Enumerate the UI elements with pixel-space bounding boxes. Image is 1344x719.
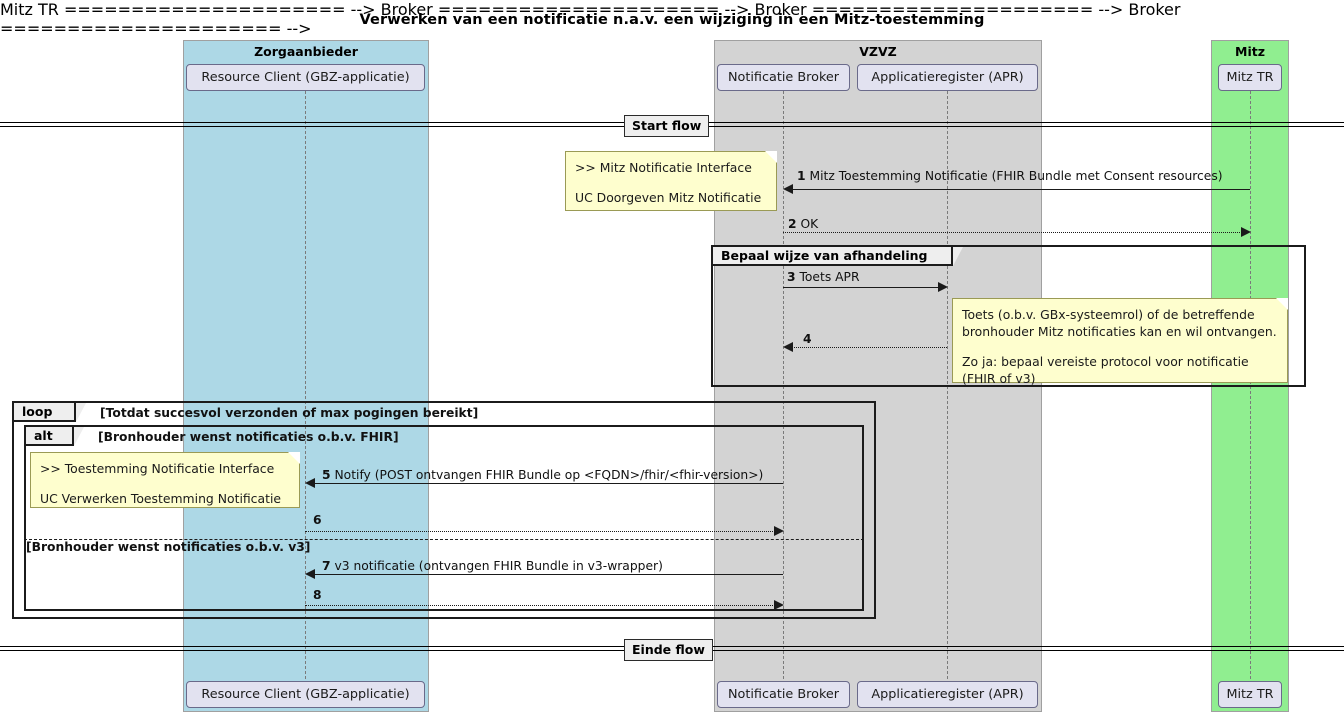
message-5-arrowhead: [305, 478, 315, 488]
participant-applicatieregister-bottom[interactable]: Applicatieregister (APR): [857, 681, 1038, 708]
message-3-line: [783, 287, 939, 288]
message-1-seq: 1: [797, 169, 806, 183]
participant-notificatie-broker-top[interactable]: Notificatie Broker: [717, 64, 850, 91]
fragment-alt-condition: [Bronhouder wenst notificaties o.b.v. FH…: [98, 430, 399, 444]
fragment-group-bepaal-tab-corner: [953, 247, 963, 266]
message-6-line: [305, 531, 775, 532]
note-line-4: (FHIR of v3): [962, 371, 1036, 386]
note-line-3: Zo ja: bepaal vereiste protocol voor not…: [962, 354, 1249, 369]
note-fold-icon: [1276, 298, 1288, 310]
page-title: Verwerken van een notificatie n.a.v. een…: [359, 12, 985, 28]
message-8-arrowhead: [774, 600, 784, 610]
note-toets-gbx-systeemrol: Toets (o.b.v. GBx-systeemrol) of de betr…: [952, 298, 1288, 386]
message-7-line: [307, 574, 783, 575]
message-8-seq: 8: [313, 588, 322, 602]
note-line-2: bronhouder Mitz notificaties kan en wil …: [962, 324, 1277, 339]
fragment-alt-else-condition: [Bronhouder wenst notificaties o.b.v. v3…: [26, 540, 311, 554]
message-1-text: Mitz Toestemming Notificatie (FHIR Bundl…: [809, 169, 1223, 183]
message-2-label: 2 OK: [788, 217, 818, 231]
group-title-vzvz: VZVZ: [859, 44, 897, 59]
fragment-loop-condition: [Totdat succesvol verzonden of max pogin…: [100, 406, 479, 420]
end-flow-label: Einde flow: [624, 639, 713, 661]
message-5-label: 5 Notify (POST ontvangen FHIR Bundle op …: [322, 468, 763, 482]
participant-mitz-tr-bottom[interactable]: Mitz TR: [1218, 681, 1282, 708]
participant-resource-client-top[interactable]: Resource Client (GBZ-applicatie): [186, 64, 425, 91]
fragment-loop-label-tab: loop: [14, 403, 76, 422]
participant-label: Mitz TR: [1226, 687, 1274, 702]
fragment-loop: [12, 401, 876, 619]
participant-mitz-tr-top[interactable]: Mitz TR: [1218, 64, 1282, 91]
message-3-seq: 3: [787, 270, 796, 284]
message-6-seq: 6: [313, 513, 322, 527]
fragment-alt-else-divider: [24, 539, 864, 540]
fragment-group-bepaal-label: Bepaal wijze van afhandeling: [721, 248, 928, 263]
note-line-1: >> Toestemming Notificatie Interface: [40, 461, 275, 476]
participant-applicatieregister-top[interactable]: Applicatieregister (APR): [857, 64, 1038, 91]
note-fold-icon: [288, 452, 300, 464]
fragment-loop-tab-corner: [76, 403, 86, 422]
message-7-label: 7 v3 notificatie (ontvangen FHIR Bundle …: [322, 559, 663, 573]
message-4-line: [785, 347, 947, 348]
message-1-line: [785, 189, 1250, 190]
note-toestemming-notificatie-interface: >> Toestemming Notificatie Interface UC …: [30, 452, 300, 508]
message-4-arrowhead: [783, 342, 793, 352]
fragment-alt: [24, 425, 864, 611]
message-3-text: Toets APR: [799, 270, 860, 284]
note-line-1: Toets (o.b.v. GBx-systeemrol) of de betr…: [962, 307, 1255, 322]
start-flow-label: Start flow: [624, 115, 710, 137]
message-6-label: 6: [313, 513, 322, 527]
fragment-group-bepaal-label-tab: Bepaal wijze van afhandeling: [713, 247, 953, 266]
fragment-alt-label-tab: alt: [26, 427, 74, 446]
message-3-arrowhead: [938, 282, 948, 292]
group-title-zorgaanbieder: Zorgaanbieder: [254, 44, 358, 59]
fragment-alt-label: alt: [34, 428, 53, 443]
participant-label: Notificatie Broker: [727, 687, 840, 702]
participant-label: Resource Client (GBZ-applicatie): [201, 687, 410, 702]
note-fold-icon: [765, 151, 777, 163]
message-5-seq: 5: [322, 468, 331, 482]
message-3-label: 3 Toets APR: [787, 270, 860, 284]
message-2-text: OK: [800, 217, 819, 231]
message-8-label: 8: [313, 588, 322, 602]
message-7-arrowhead: [305, 569, 315, 579]
message-5-text: Notify (POST ontvangen FHIR Bundle op <F…: [334, 468, 764, 482]
participant-label: Applicatieregister (APR): [871, 70, 1024, 85]
participant-label: Notificatie Broker: [727, 70, 840, 85]
note-line-2: UC Doorgeven Mitz Notificatie: [575, 190, 762, 205]
message-2-arrowhead: [1241, 227, 1251, 237]
lifeline-resource-client: [305, 91, 306, 679]
participant-notificatie-broker-bottom[interactable]: Notificatie Broker: [717, 681, 850, 708]
message-5-line: [307, 483, 783, 484]
message-1-arrowhead: [783, 184, 793, 194]
group-box-zorgaanbieder: Zorgaanbieder: [183, 40, 429, 712]
fragment-group-bepaal-wijze: [711, 245, 1306, 387]
message-4-seq: 4: [803, 332, 812, 346]
note-line-1: >> Mitz Notificatie Interface: [575, 160, 752, 175]
message-4-label: 4: [803, 332, 812, 346]
message-2-seq: 2: [788, 217, 797, 231]
message-1-label: 1 Mitz Toestemming Notificatie (FHIR Bun…: [797, 169, 1223, 183]
note-line-2: UC Verwerken Toestemming Notificatie: [40, 491, 282, 506]
fragment-alt-tab-corner: [74, 427, 84, 446]
participant-label: Mitz TR: [1226, 70, 1274, 85]
participant-label: Applicatieregister (APR): [871, 687, 1024, 702]
message-2-line: [783, 232, 1242, 233]
note-mitz-notificatie-interface: >> Mitz Notificatie Interface UC Doorgev…: [565, 151, 777, 211]
fragment-loop-label: loop: [22, 404, 53, 419]
participant-label: Resource Client (GBZ-applicatie): [201, 70, 410, 85]
participant-resource-client-bottom[interactable]: Resource Client (GBZ-applicatie): [186, 681, 425, 708]
group-title-mitz: Mitz: [1235, 44, 1265, 59]
message-7-text: v3 notificatie (ontvangen FHIR Bundle in…: [334, 559, 663, 573]
message-7-seq: 7: [322, 559, 331, 573]
message-6-arrowhead: [774, 526, 784, 536]
message-8-line: [305, 605, 775, 606]
